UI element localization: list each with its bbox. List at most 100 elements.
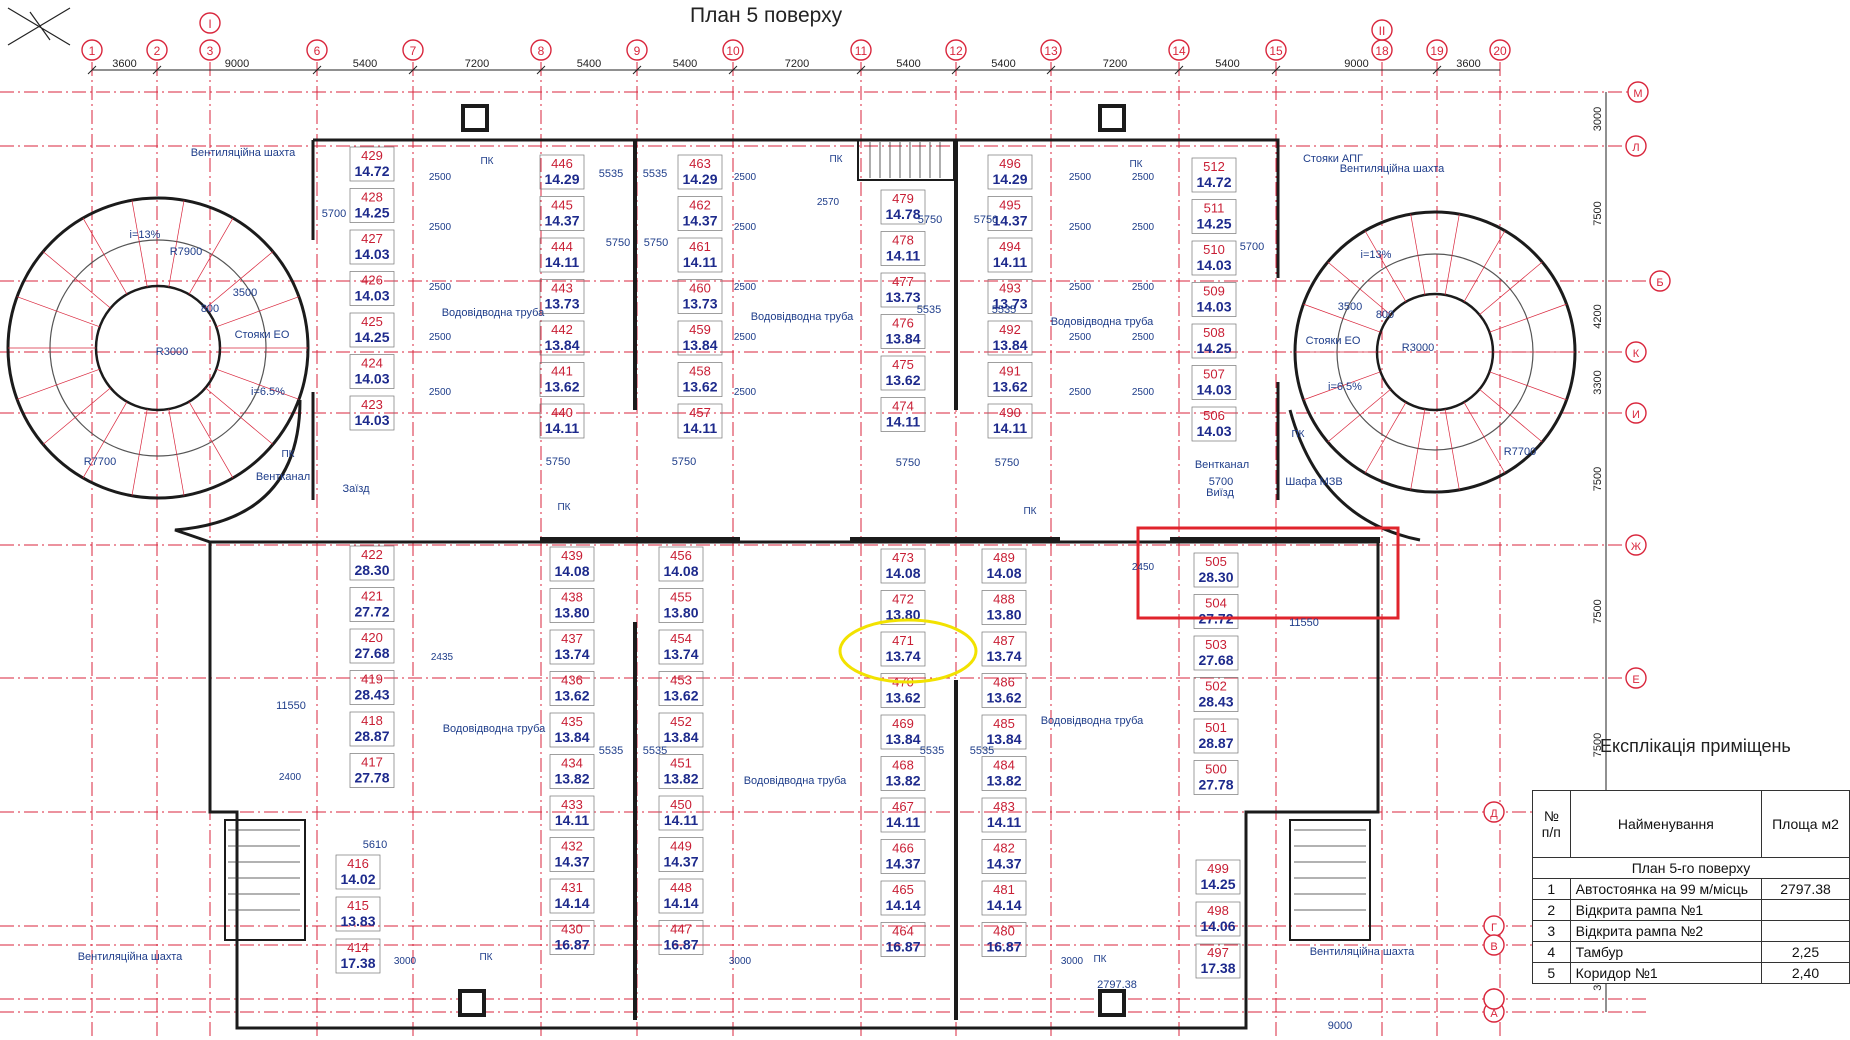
parking-space-number: 482	[993, 841, 1015, 856]
parking-space-box	[658, 546, 704, 582]
parking-space-box	[677, 196, 723, 231]
parking-space-box	[349, 545, 395, 581]
dimension-label: 3600	[112, 58, 136, 70]
axis-bubble	[1040, 39, 1062, 61]
row-area: 2,25	[1761, 941, 1850, 963]
parking-space-area: 14.08	[663, 563, 698, 579]
note-dim: 2500	[429, 222, 452, 233]
note-dim: 2500	[1069, 387, 1092, 398]
parking-space-number: 489	[993, 550, 1015, 565]
parking-space-number: 468	[892, 758, 914, 773]
parking-space-box	[1193, 635, 1239, 671]
note-dim: 2797.38	[1097, 979, 1137, 991]
parking-space-number: 457	[689, 405, 711, 420]
axis-bubble	[945, 39, 967, 61]
ramp-radial-line	[188, 401, 234, 479]
axis-label: 11	[855, 44, 868, 58]
parking-space-box	[677, 154, 723, 190]
parking-space-area: 13.62	[992, 379, 1027, 395]
dimension-label: 5400	[991, 58, 1015, 70]
parking-space-area: 13.80	[554, 605, 589, 621]
axis-bubble	[722, 39, 744, 61]
note-dim: 5535	[599, 745, 623, 757]
parking-space-box	[987, 154, 1033, 190]
ramp-radial-line	[205, 387, 274, 445]
parking-space-number: 425	[361, 314, 383, 329]
axis-bubble	[1265, 39, 1287, 61]
parking-space-box	[549, 629, 595, 665]
axis-label: А	[1490, 1008, 1498, 1020]
plan-title: План 5 поверху	[690, 4, 843, 27]
dimension-label: 4200	[1592, 304, 1604, 328]
parking-space-area: 14.11	[555, 812, 589, 828]
left-core-stair	[224, 819, 306, 941]
parking-space-area: 14.11	[545, 254, 579, 270]
dimension-tick	[536, 65, 546, 75]
parking-space-number: 442	[551, 322, 573, 337]
parking-space-number: 497	[1207, 945, 1229, 960]
note-vent-channel: Вентканал	[1195, 459, 1249, 471]
row-number: 1	[1532, 878, 1571, 900]
parking-space-number: 498	[1207, 903, 1229, 918]
note-dim: 2500	[429, 387, 452, 398]
axis-bubble	[402, 39, 424, 61]
axis-label: Л	[1632, 142, 1639, 154]
note-dim: 5535	[917, 304, 941, 316]
parking-space-number: 475	[892, 357, 914, 372]
parking-space-area: 14.11	[683, 420, 717, 436]
note-pk: ПК	[1093, 954, 1106, 965]
dimension-tick	[87, 65, 97, 75]
parking-space-box	[981, 673, 1027, 708]
parking-space-number: 415	[347, 898, 369, 913]
axis-bubble	[1625, 402, 1647, 424]
parking-space-number: 428	[361, 190, 383, 205]
parking-space-area: 14.37	[544, 213, 579, 229]
parking-space-box	[1193, 718, 1239, 754]
parking-space-area: 14.25	[354, 205, 389, 221]
parking-space-area: 13.84	[992, 337, 1027, 353]
parking-space-area: 13.82	[663, 771, 698, 787]
parking-space-number: 461	[689, 239, 711, 254]
axis-bubble	[1483, 934, 1505, 956]
parking-space-area: 14.37	[554, 854, 589, 870]
row-number: 4	[1532, 941, 1571, 963]
dimension-label: 7500	[1592, 201, 1604, 225]
note-apg-risers: Стояки АПГ	[1303, 153, 1363, 165]
parking-space-box	[658, 878, 704, 914]
parking-space-box	[549, 920, 595, 955]
note-dim: 9000	[1328, 1020, 1352, 1032]
parking-space-box	[880, 714, 926, 750]
parking-space-area: 13.73	[992, 296, 1027, 312]
note-dim: 5535	[992, 304, 1016, 316]
parking-space-area: 13.82	[885, 773, 920, 789]
axis-bubble	[626, 39, 648, 61]
parking-space-box	[880, 673, 926, 708]
note-dim: 5535	[599, 168, 623, 180]
note-vent-shaft: Вентиляційна шахта	[1310, 946, 1415, 958]
note-dim: 5750	[672, 456, 696, 468]
parking-space-number: 437	[561, 631, 583, 646]
note-radius: R7700	[1504, 446, 1536, 458]
parking-space-box	[981, 797, 1027, 833]
row-area: 2,40	[1761, 962, 1850, 984]
parking-space-number: 471	[892, 633, 914, 648]
parking-space-box	[981, 631, 1027, 667]
parking-space-area: 13.62	[544, 379, 579, 395]
parking-space-number: 440	[551, 405, 573, 420]
note-dim: 5750	[974, 214, 998, 226]
row-name: Автостоянка на 99 м/місць	[1569, 878, 1763, 900]
parking-space-number: 419	[361, 672, 383, 687]
dimension-tick	[408, 65, 418, 75]
note-dim: 2500	[734, 172, 757, 183]
parking-space-box	[981, 548, 1027, 584]
note-dim: 5535	[643, 168, 667, 180]
note-pk: ПК	[1129, 159, 1142, 170]
note-dim: 2500	[1069, 282, 1092, 293]
note-eo-risers: Стояки ЕО	[1306, 335, 1361, 347]
axis-label: 2	[154, 44, 161, 58]
header-number: № п/п	[1532, 790, 1571, 858]
note-dim: 5700	[322, 208, 346, 220]
parking-space-number: 505	[1205, 554, 1227, 569]
